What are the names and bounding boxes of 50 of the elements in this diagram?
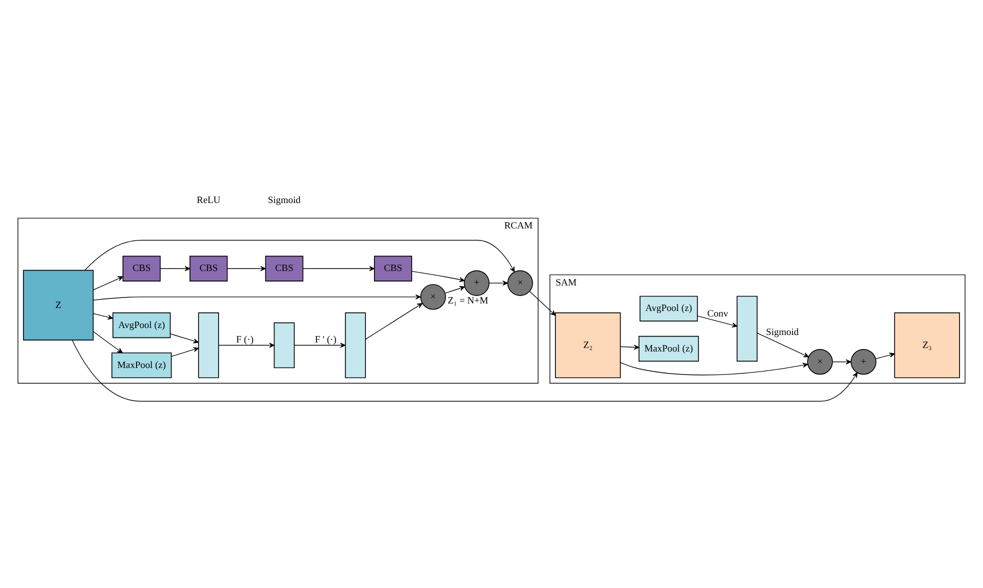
node-box: MaxPool (z): [111, 352, 172, 378]
edge-label: F ' (·): [314, 334, 336, 346]
arrow: [756, 332, 809, 357]
node-circle: +: [464, 270, 490, 296]
arrow: [444, 285, 465, 294]
arrow: [302, 266, 375, 271]
arrow: [620, 362, 808, 375]
node-circle: ×: [507, 270, 534, 296]
arrow: [226, 266, 266, 271]
node-box: Z₃: [894, 312, 960, 378]
arrow: [365, 302, 423, 340]
arrow: [488, 280, 508, 286]
arrow: [170, 332, 199, 343]
arrow: [84, 239, 515, 272]
node-box: [344, 312, 366, 378]
node-circle: +: [850, 348, 876, 374]
node-box: CBS: [190, 255, 228, 281]
node-box: MaxPool (z): [638, 335, 699, 362]
node-box: [274, 322, 295, 368]
edge-label: Sigmoid: [766, 326, 799, 338]
arrow: [160, 266, 190, 271]
arrow: [697, 315, 738, 327]
arrow: [620, 344, 640, 350]
node-box: AvgPool (z): [640, 295, 698, 322]
node-circle: ×: [807, 348, 833, 374]
arrow: [411, 270, 465, 282]
node-box: Z: [23, 269, 94, 340]
edge-label: F (·): [236, 334, 254, 346]
node-box: CBS: [265, 255, 304, 281]
node-box: [736, 295, 758, 362]
arrow: [529, 290, 556, 316]
arrow: [93, 294, 421, 300]
label: Sigmoid: [268, 194, 301, 206]
node-box: AvgPool (z): [112, 312, 171, 338]
node-box: CBS: [122, 255, 161, 281]
edge-label: Conv: [707, 308, 728, 319]
node-circle: ×: [420, 284, 446, 310]
arrow: [171, 346, 199, 356]
arrow: [92, 312, 114, 320]
arrow: [218, 342, 275, 348]
arrow: [72, 339, 858, 402]
arrow: [294, 342, 346, 348]
arrow: [92, 330, 123, 353]
arrow: [832, 358, 852, 364]
node-box: Z₂: [555, 312, 621, 378]
node-label: Z₁ = N+M: [448, 294, 488, 306]
label: ReLU: [196, 194, 220, 206]
node-box: [198, 312, 220, 378]
arrow: [875, 352, 895, 359]
node-box: CBS: [374, 255, 412, 281]
